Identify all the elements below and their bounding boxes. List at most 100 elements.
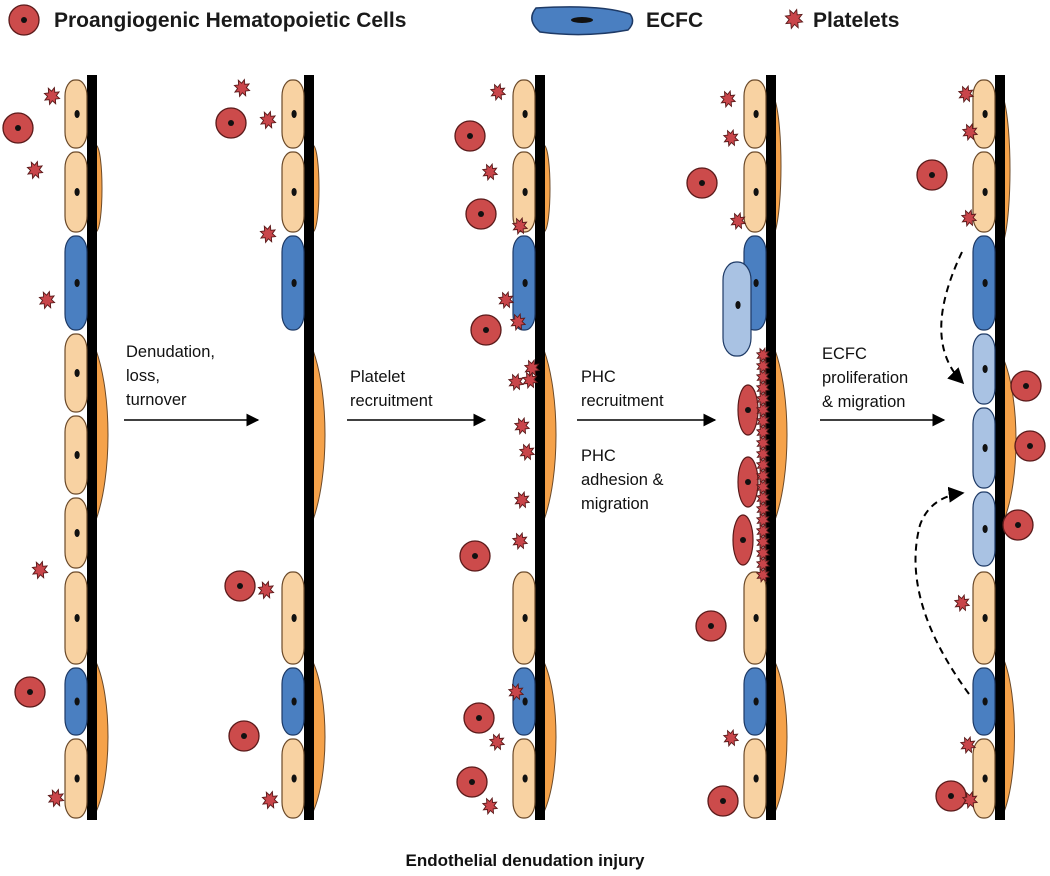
ecfc-cell xyxy=(64,667,88,736)
endothelial-cell xyxy=(512,571,536,665)
vessel-panel-5 xyxy=(916,75,1046,820)
platelet xyxy=(481,796,499,816)
platelet xyxy=(755,567,771,583)
platelet xyxy=(518,442,536,462)
endothelial-cell xyxy=(512,79,536,149)
ecfc-cell xyxy=(281,235,305,331)
phc-cell-icon xyxy=(8,4,40,36)
vessel-wall xyxy=(87,75,97,820)
endothelial-cell xyxy=(64,79,88,149)
ecfc-cell xyxy=(512,667,536,736)
endothelial-cell xyxy=(64,333,88,413)
legend-platelets: Platelets xyxy=(784,8,899,32)
step-label-ecfc-proliferation: ECFC proliferation & migration xyxy=(822,345,913,411)
vessel-wall xyxy=(766,75,776,820)
phc-cell xyxy=(1010,370,1042,402)
smooth-muscle-cell xyxy=(312,349,326,521)
platelet xyxy=(957,84,975,104)
dashed-arrow-lower xyxy=(914,486,970,695)
platelet xyxy=(784,8,804,30)
proliferating-ecfc-cell xyxy=(972,333,996,405)
platelet xyxy=(38,290,56,310)
endothelial-cell xyxy=(64,571,88,665)
legend-ecfc-label: ECFC xyxy=(646,9,703,32)
ecfc-cell xyxy=(64,235,88,331)
step-label-platelet-recruitment: Platelet recruitment xyxy=(350,368,433,410)
endothelial-cell xyxy=(743,571,767,665)
endothelial-cell xyxy=(64,151,88,233)
platelet xyxy=(729,211,747,231)
vessel-panel-4 xyxy=(686,75,788,820)
platelet xyxy=(953,593,971,613)
phc-cell xyxy=(686,167,718,199)
platelet xyxy=(233,78,251,98)
adherent-phc-cell xyxy=(732,514,754,566)
endothelial-cell xyxy=(743,738,767,819)
phc-cell xyxy=(465,198,497,230)
endothelial-cell xyxy=(972,738,996,819)
proliferating-ecfc-cell xyxy=(972,491,996,567)
legend-phc-label: Proangiogenic Hematopoietic Cells xyxy=(54,9,406,32)
legend-ecfc: ECFC xyxy=(531,6,703,36)
vessel-wall xyxy=(535,75,545,820)
ecfc-migration-arrows xyxy=(914,251,970,695)
ecfc-cell-icon xyxy=(531,6,634,36)
endothelial-cell xyxy=(281,151,305,233)
endothelial-cell xyxy=(512,151,536,233)
vessel-panel-1 xyxy=(2,75,109,820)
platelet xyxy=(489,82,507,102)
phc-cell xyxy=(1002,509,1034,541)
platelet xyxy=(719,89,737,109)
step-label-phc-recruitment: PHC recruitment xyxy=(581,368,664,410)
phc-cell xyxy=(14,676,46,708)
platelet xyxy=(259,224,277,244)
adherent-phc-cell xyxy=(737,384,759,436)
platelet xyxy=(481,162,499,182)
phc-cell xyxy=(224,570,256,602)
phc-cell xyxy=(916,159,948,191)
platelet xyxy=(513,490,531,510)
platelet xyxy=(722,128,740,148)
platelet xyxy=(959,735,977,755)
platelet xyxy=(261,790,279,810)
phc-cell xyxy=(935,780,967,812)
phc-cell xyxy=(8,4,40,36)
platelet xyxy=(507,682,525,702)
smooth-muscle-cell xyxy=(312,661,326,813)
platelet xyxy=(960,208,978,228)
endothelial-cell xyxy=(972,79,996,149)
vessel-panel-3 xyxy=(454,75,557,820)
legend: Proangiogenic Hematopoietic Cells ECFC P… xyxy=(8,4,899,36)
vessel-panels xyxy=(2,75,1046,820)
platelet xyxy=(488,732,506,752)
endothelial-cell xyxy=(64,415,88,495)
endothelial-cell xyxy=(281,571,305,665)
endothelial-cell xyxy=(281,738,305,819)
platelet xyxy=(43,86,61,106)
platelet xyxy=(961,122,979,142)
ecfc-cell xyxy=(281,667,305,736)
endothelial-cell xyxy=(281,79,305,149)
endothelial-cell xyxy=(64,738,88,819)
smooth-muscle-cell xyxy=(543,661,557,813)
platelet xyxy=(523,358,541,378)
smooth-muscle-cell xyxy=(774,349,788,521)
step-label-phc-adhesion: PHC adhesion & migration xyxy=(581,447,668,513)
endothelial-cell xyxy=(972,151,996,233)
smooth-muscle-cell xyxy=(774,661,788,813)
platelet xyxy=(521,370,539,390)
endothelial-cell xyxy=(743,151,767,233)
platelet xyxy=(722,728,740,748)
phc-cell xyxy=(215,107,247,139)
vessel-wall xyxy=(304,75,314,820)
endothelial-cell xyxy=(743,79,767,149)
ecfc-cell xyxy=(972,667,996,736)
smooth-muscle-cell xyxy=(1003,659,1015,813)
endothelial-cell xyxy=(64,497,88,569)
platelet xyxy=(507,372,525,392)
phc-cell xyxy=(2,112,34,144)
platelet xyxy=(47,788,65,808)
phc-cell xyxy=(695,610,727,642)
